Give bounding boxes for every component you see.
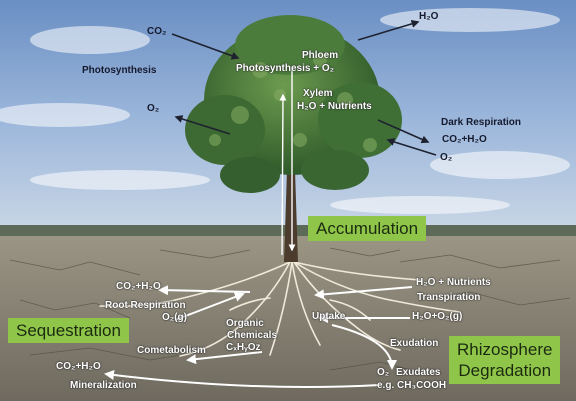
h2o-nutrients-top-label: H₂O + Nutrients	[297, 102, 372, 112]
o2g-label: O₂(g)	[162, 313, 187, 323]
exudates-formula-label: e.g. CH₃COOH	[377, 381, 446, 391]
h2o-top-label: H₂O	[419, 12, 438, 22]
o2-bottom-label: O₂	[377, 368, 389, 378]
sequestration-box: Sequestration	[8, 318, 129, 343]
h2o-o2g-label: H₂O+O₂(g)	[412, 312, 462, 322]
co2-h2o-bottom-label: CO₂+H₂O	[56, 362, 101, 372]
h2o-nutrients-right-label: H₂O + Nutrients	[416, 278, 491, 288]
accumulation-box: Accumulation	[308, 216, 426, 241]
organic-label: Organic	[226, 319, 264, 329]
formula-label: CₓHᵧOz	[226, 343, 261, 353]
rhizosphere-degradation-box: Rhizosphere Degradation	[449, 336, 560, 384]
co2-h2o-right-label: CO₂+H₂O	[442, 135, 487, 145]
mineralization-label: Mineralization	[70, 381, 137, 391]
rhizosphere-label: Rhizosphere	[457, 339, 552, 360]
transpiration-label: Transpiration	[417, 293, 480, 303]
root-respiration-label: Root Respiration	[105, 301, 186, 311]
co2-top-label: CO₂	[147, 27, 166, 37]
exudation-label: Exudation	[390, 339, 438, 349]
photosynthesis-label: Photosynthesis	[82, 66, 156, 76]
co2-h2o-left-label: CO₂+H₂O	[116, 282, 161, 292]
cometabolism-label: Cometabolism	[137, 346, 206, 356]
xylem-flow-line	[282, 95, 283, 255]
degradation-label: Degradation	[457, 360, 552, 381]
uptake-label: Uptake	[312, 312, 345, 322]
dark-respiration-label: Dark Respiration	[441, 118, 521, 128]
photosynthesis-o2-label: Photosynthesis + O₂	[236, 64, 334, 74]
exudates-label: Exudates	[396, 368, 440, 378]
o2-left-label: O₂	[147, 104, 159, 114]
o2-right-label: O₂	[440, 153, 452, 163]
phloem-label: Phloem	[302, 51, 338, 61]
chemicals-label: Chemicals	[227, 331, 277, 341]
xylem-label: Xylem	[303, 89, 332, 99]
